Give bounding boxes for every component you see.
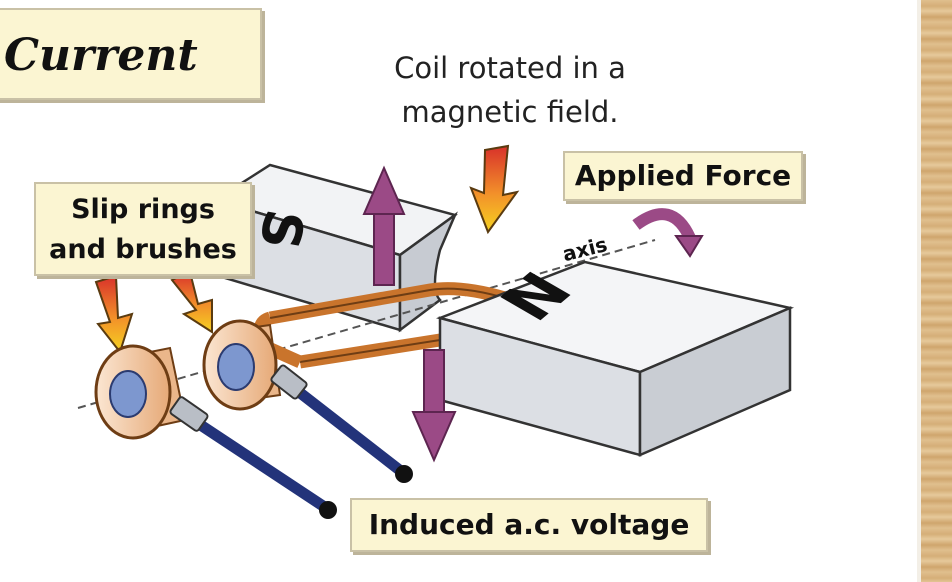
slip-rings-label-line-2: and brushes xyxy=(49,234,237,265)
force-arrow-up xyxy=(362,165,406,286)
force-arrow-down xyxy=(411,349,457,463)
slip-rings-label: Slip rings and brushes xyxy=(34,182,252,276)
caption-pointer-arrow xyxy=(469,144,520,235)
applied-force-label: Applied Force xyxy=(563,151,803,201)
slip-pointer-arrow-1 xyxy=(94,274,134,355)
north-magnet xyxy=(435,260,795,457)
rotation-arrow xyxy=(632,208,704,258)
brush-lead-front xyxy=(169,396,337,519)
wood-edge xyxy=(917,0,922,582)
caption-line-1: Coil rotated in a xyxy=(394,51,626,85)
brush-lead-back xyxy=(270,364,413,483)
slip-pointer-arrow-2 xyxy=(170,270,213,334)
title-label: Current xyxy=(0,8,262,100)
induced-voltage-label: Induced a.c. voltage xyxy=(350,498,708,552)
caption: Coil rotated in a magnetic field. xyxy=(360,46,660,134)
slip-ring-back xyxy=(202,319,282,411)
slip-rings-label-line-1: Slip rings xyxy=(71,194,215,225)
slip-ring-front xyxy=(94,344,187,440)
wood-background-strip xyxy=(921,0,952,582)
rotation-axis-line xyxy=(77,239,656,409)
caption-line-2: magnetic field. xyxy=(401,95,619,129)
